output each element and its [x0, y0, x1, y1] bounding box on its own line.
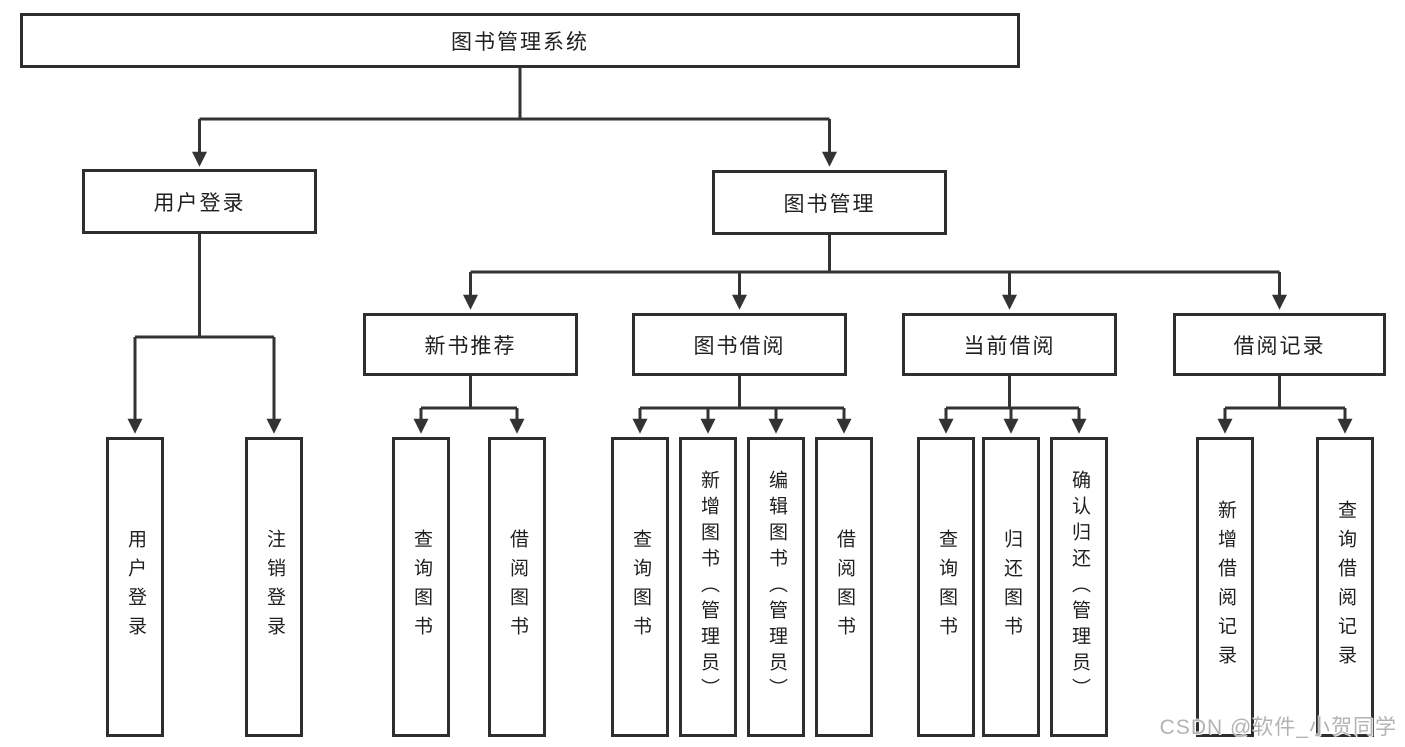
node-borrowing-records: 借阅记录: [1173, 313, 1386, 376]
leaf-label: 归还图书: [1000, 529, 1022, 645]
leaf-confirm-return-admin: 确认归还（管理员）: [1050, 437, 1108, 737]
leaf-label: 查询借阅记录: [1334, 500, 1356, 674]
leaf-borrow-books-borrowing: 借阅图书: [815, 437, 873, 737]
leaf-label: 查询图书: [410, 529, 432, 645]
node-book-management: 图书管理: [712, 170, 947, 235]
connector-skeleton: [135, 68, 1345, 410]
node-new-book-recommend: 新书推荐: [363, 313, 578, 376]
leaf-borrow-books-recommend: 借阅图书: [488, 437, 546, 737]
leaf-label: 用户登录: [124, 529, 146, 645]
leaf-query-borrow-record: 查询借阅记录: [1316, 437, 1374, 737]
leaf-label: 确认归还（管理员）: [1068, 470, 1090, 704]
leaf-query-books-borrowing: 查询图书: [611, 437, 669, 737]
leaf-label: 新增借阅记录: [1214, 500, 1236, 674]
leaf-label: 查询图书: [935, 529, 957, 645]
leaf-label: 编辑图书（管理员）: [765, 470, 787, 704]
node-user-login: 用户登录: [82, 169, 317, 234]
leaf-label: 查询图书: [629, 529, 651, 645]
leaf-add-book-admin: 新增图书（管理员）: [679, 437, 737, 737]
node-book-borrowing: 图书借阅: [632, 313, 847, 376]
leaf-label: 借阅图书: [833, 529, 855, 645]
node-current-borrowing: 当前借阅: [902, 313, 1117, 376]
leaf-edit-book-admin: 编辑图书（管理员）: [747, 437, 805, 737]
leaf-label: 新增图书（管理员）: [697, 470, 719, 704]
leaf-label: 借阅图书: [506, 529, 528, 645]
leaf-query-books-current: 查询图书: [917, 437, 975, 737]
leaf-add-borrow-record: 新增借阅记录: [1196, 437, 1254, 737]
csdn-watermark: CSDN @软件_小贺同学: [1159, 716, 1397, 739]
leaf-label: 注销登录: [263, 529, 285, 645]
leaf-user-login: 用户登录: [106, 437, 164, 737]
leaf-query-books-recommend: 查询图书: [392, 437, 450, 737]
node-library-management-system: 图书管理系统: [20, 13, 1020, 68]
leaf-logout: 注销登录: [245, 437, 303, 737]
leaf-return-books: 归还图书: [982, 437, 1040, 737]
